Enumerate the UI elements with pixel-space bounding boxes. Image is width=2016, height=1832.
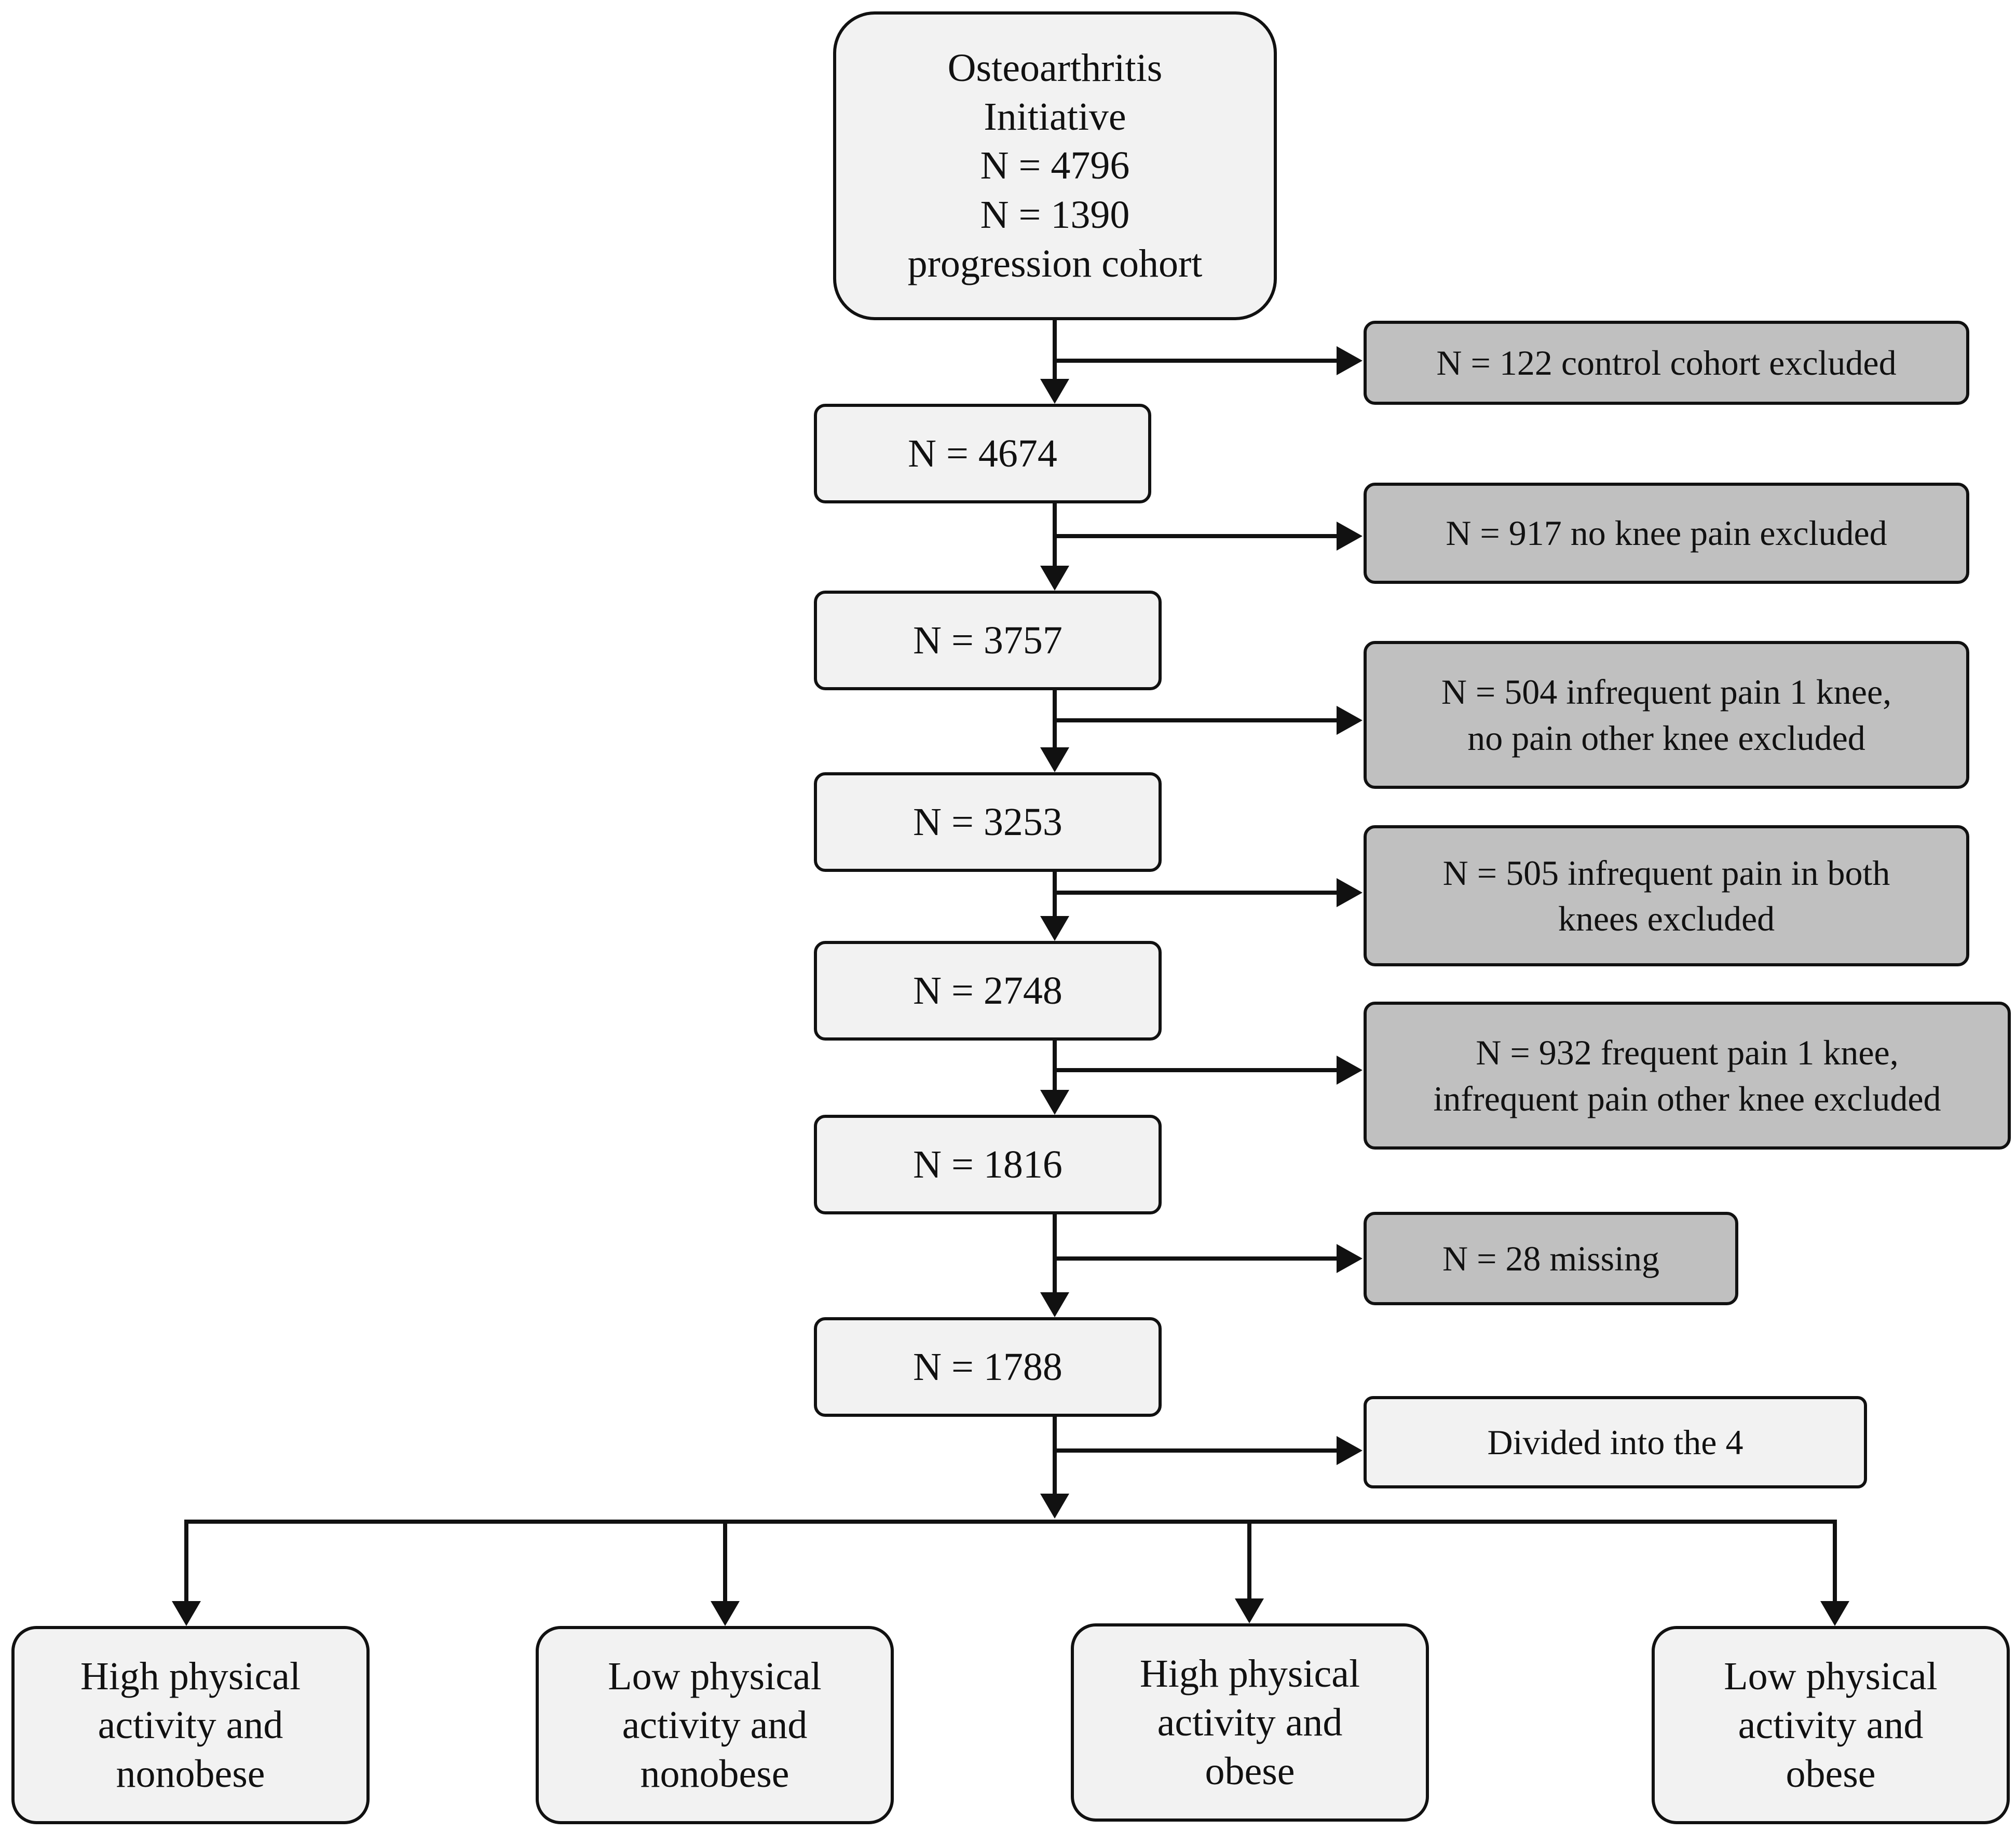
exclusion-box-1: N = 122 control cohort excluded — [1364, 321, 1969, 405]
osteoarthritis-initiative-label: Osteoarthritis Initiative N = 4796 N = 1… — [907, 46, 1203, 285]
exclusion-box-2: N = 917 no knee pain excluded — [1364, 483, 1969, 584]
group-label-4: Low physical activity and obese — [1724, 1654, 1938, 1796]
step-label-1: N = 4674 — [908, 431, 1057, 475]
group-box-2: Low physical activity and nonobese — [536, 1626, 894, 1824]
exclusion-box-6: N = 28 missing — [1364, 1212, 1738, 1305]
group-label-3: High physical activity and obese — [1139, 1651, 1360, 1794]
exclusion-label-1: N = 122 control cohort excluded — [1436, 343, 1897, 382]
group-box-1: High physical activity and nonobese — [11, 1626, 370, 1824]
exclusion-label-4: N = 505 infrequent pain in both knees ex… — [1442, 853, 1890, 938]
osteoarthritis-initiative-box: Osteoarthritis Initiative N = 4796 N = 1… — [833, 11, 1277, 320]
exclusion-label-5: N = 932 frequent pain 1 knee, infrequent… — [1433, 1033, 1941, 1118]
step-label-5: N = 1816 — [913, 1142, 1063, 1186]
exclusion-label-2: N = 917 no knee pain excluded — [1446, 513, 1887, 553]
exclusion-box-5: N = 932 frequent pain 1 knee, infrequent… — [1364, 1002, 2011, 1150]
step-box-4: N = 2748 — [814, 941, 1162, 1041]
exclusion-label-6: N = 28 missing — [1442, 1238, 1660, 1278]
step-box-2: N = 3757 — [814, 591, 1162, 690]
exclusion-box-3: N = 504 infrequent pain 1 knee, no pain … — [1364, 641, 1969, 789]
step-box-5: N = 1816 — [814, 1115, 1162, 1214]
exclusion-box-4: N = 505 infrequent pain in both knees ex… — [1364, 825, 1969, 966]
step-label-3: N = 3253 — [913, 800, 1063, 844]
group-label-1: High physical activity and nonobese — [80, 1654, 301, 1796]
step-box-3: N = 3253 — [814, 772, 1162, 872]
step-box-6: N = 1788 — [814, 1317, 1162, 1417]
divide-note-label: Divided into the 4 — [1487, 1422, 1743, 1462]
divide-note-box: Divided into the 4 — [1364, 1396, 1867, 1488]
step-box-1: N = 4674 — [814, 404, 1151, 503]
group-label-2: Low physical activity and nonobese — [608, 1654, 822, 1796]
step-label-2: N = 3757 — [913, 618, 1063, 662]
group-box-4: Low physical activity and obese — [1652, 1626, 2010, 1824]
step-label-4: N = 2748 — [913, 968, 1063, 1013]
group-box-3: High physical activity and obese — [1071, 1623, 1429, 1822]
step-label-6: N = 1788 — [913, 1345, 1063, 1389]
exclusion-label-3: N = 504 infrequent pain 1 knee, no pain … — [1441, 672, 1892, 758]
